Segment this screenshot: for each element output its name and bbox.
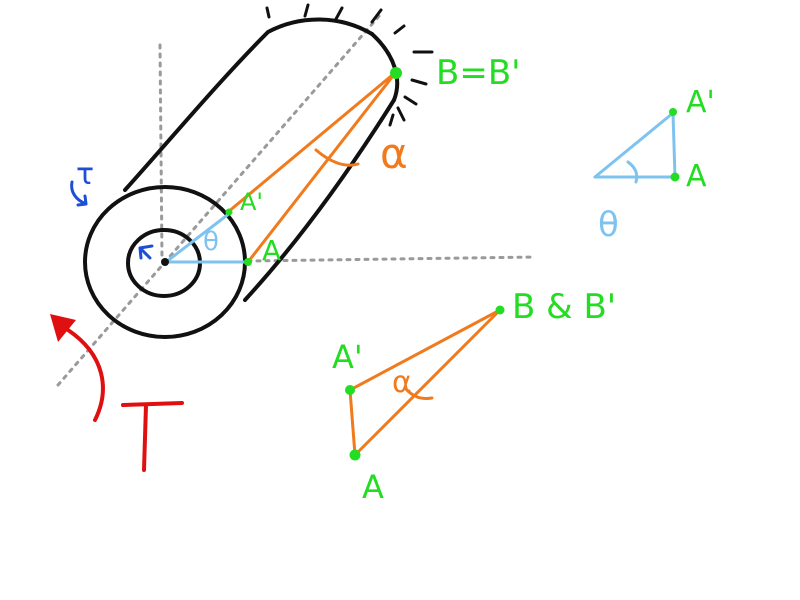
cylinder-bottom-edge (243, 98, 396, 302)
axis-guide-line (56, 13, 382, 387)
fixed-end-hatching (265, 3, 434, 127)
torque-arrow-icon (50, 314, 105, 422)
label-tau: τ (76, 157, 94, 192)
point-a-triangle (670, 172, 680, 182)
cylinder-points (225, 67, 402, 266)
label-alpha-bottom: α (392, 365, 412, 400)
label-a-prime-cylinder: A' (240, 188, 263, 216)
tau-arrow-icon (70, 180, 88, 207)
point-a-prime-triangle (669, 108, 677, 116)
point-a-prime-bottom (345, 385, 355, 395)
theta-triangle (593, 111, 677, 184)
twist-lines (226, 70, 398, 264)
theta-arc-triangle (626, 160, 639, 184)
point-a-cylinder (244, 258, 252, 266)
point-a-bottom (349, 449, 361, 461)
alpha-arc-cylinder (314, 148, 360, 167)
inner-rotation-arrow (138, 244, 154, 260)
label-a-prime-bottom: A' (332, 338, 363, 376)
label-a-bottom: A (362, 468, 384, 506)
point-a-prime-cylinder (225, 208, 233, 216)
line-a-to-b (246, 70, 398, 264)
point-b-bottom (495, 305, 505, 315)
line-a-prime-to-b (226, 70, 398, 214)
alpha-arc-triangle (403, 386, 434, 400)
center-point (161, 258, 169, 266)
label-a-prime-triangle: A' (686, 85, 715, 120)
torque-symbol (121, 401, 184, 472)
theta-wedge-cylinder (164, 211, 250, 264)
label-b-equals-b-prime: B=B' (436, 53, 521, 93)
point-b (390, 67, 402, 79)
cylinder (83, 17, 400, 339)
label-theta-cylinder: θ (203, 227, 219, 257)
label-b-and-b-prime: B & B' (512, 287, 616, 327)
horizontal-guide-line (246, 255, 537, 263)
cylinder-top-edge (123, 17, 374, 192)
label-a-triangle: A (686, 159, 707, 194)
alpha-triangle (348, 308, 502, 457)
label-theta-triangle: θ (598, 205, 619, 245)
label-a-cylinder: A (262, 234, 281, 267)
label-alpha-cylinder: α (380, 129, 408, 178)
